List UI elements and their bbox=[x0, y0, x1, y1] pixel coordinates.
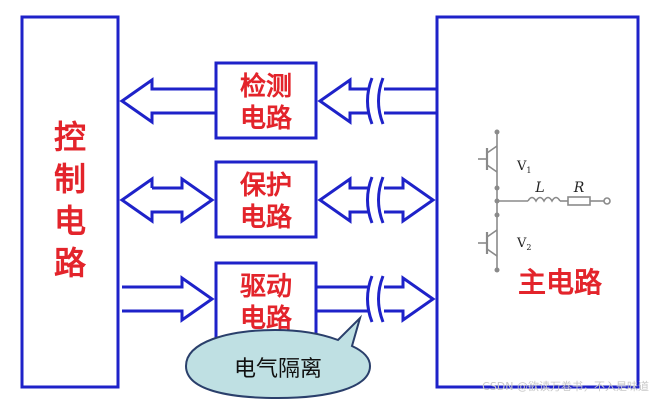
main-to-detection-arrow bbox=[317, 77, 437, 125]
protection-line1: 保护 bbox=[239, 171, 292, 201]
main-circuit-label: 主电路 bbox=[518, 266, 603, 299]
watermark-text: CSDN @欲读万卷书，不入是味道 bbox=[482, 379, 649, 393]
inductor-label: L bbox=[534, 180, 544, 196]
control-circuit-block bbox=[20, 15, 120, 389]
isolation-callout-bubble bbox=[184, 314, 372, 400]
control-char-4: 路 bbox=[54, 244, 87, 282]
detection-line2: 电路 bbox=[240, 103, 293, 134]
detection-line1: 检测 bbox=[240, 71, 292, 102]
isolation-callout-text: 电气隔离 bbox=[234, 357, 322, 382]
drive-line1: 驱动 bbox=[240, 272, 292, 302]
detection-to-control-arrow bbox=[119, 77, 216, 125]
protection-bidirectional-arrow bbox=[119, 176, 215, 224]
protection-line2: 电路 bbox=[240, 202, 293, 233]
drive-line2: 电路 bbox=[240, 303, 293, 334]
control-to-drive-arrow bbox=[122, 275, 215, 323]
resistor-label: R bbox=[573, 180, 585, 196]
control-char-1: 控 bbox=[54, 118, 86, 156]
protection-circuit-block bbox=[214, 160, 318, 239]
control-char-2: 制 bbox=[54, 160, 86, 198]
control-char-3: 电 bbox=[54, 202, 86, 240]
main-circuit-block bbox=[435, 15, 640, 389]
transistor-v2-label: V2 bbox=[516, 236, 531, 252]
transistor-v1-label: V1 bbox=[516, 159, 531, 175]
drive-circuit-block bbox=[214, 261, 318, 340]
detection-circuit-block bbox=[214, 61, 318, 140]
protection-main-bidirectional-arrow bbox=[317, 176, 436, 224]
main-circuit-nodes bbox=[494, 129, 500, 273]
drive-to-main-arrow bbox=[316, 275, 436, 323]
